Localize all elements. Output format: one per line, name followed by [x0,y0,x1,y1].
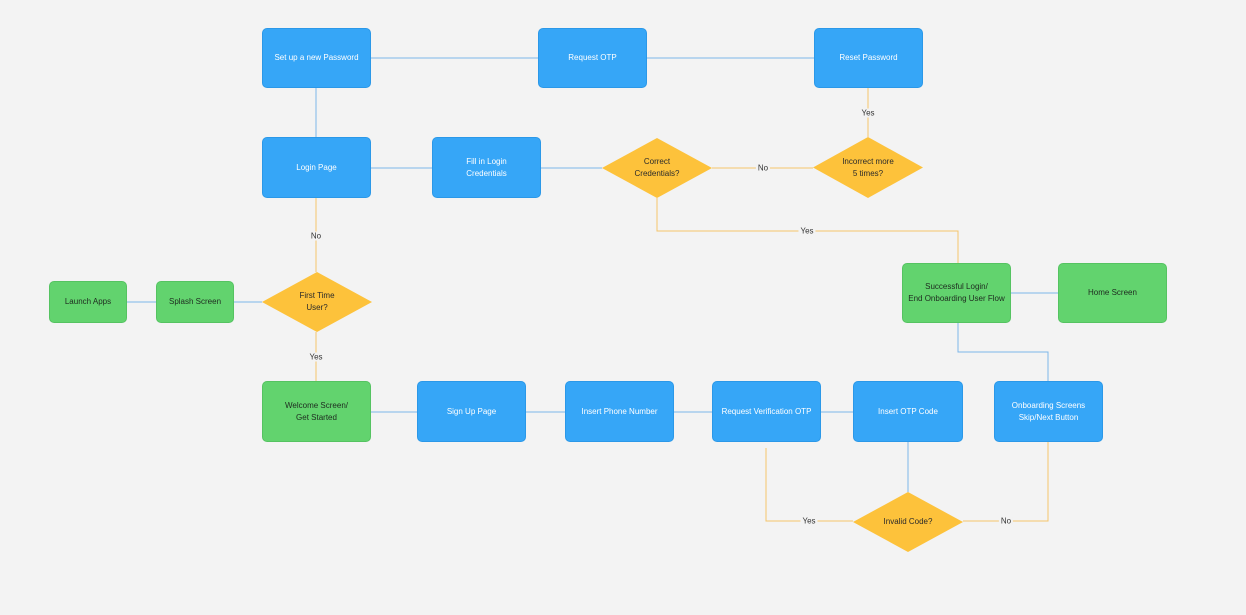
edge-label-no: No [308,231,324,241]
set-new-password-box[interactable]: Set up a new Password [262,28,371,88]
incorrect-more-decision[interactable]: Incorrect more 5 times? [813,137,923,198]
edge-onboarding-success [957,323,1049,381]
edge-label-yes: Yes [859,108,877,118]
successful-login-box[interactable]: Successful Login/ End Onboarding User Fl… [902,263,1011,323]
decision-diamond-shape [602,138,712,198]
request-verification-box[interactable]: Request Verification OTP [712,381,821,442]
welcome-screen-box[interactable]: Welcome Screen/ Get Started [262,381,371,442]
decision-diamond-shape [262,272,372,332]
home-screen-box[interactable]: Home Screen [1058,263,1167,323]
sign-up-page-box[interactable]: Sign Up Page [417,381,526,442]
edge-invalid-onboarding [963,442,1049,522]
correct-credentials-decision[interactable]: Correct Credentials? [602,138,712,198]
insert-otp-code-box[interactable]: Insert OTP Code [853,381,963,442]
splash-screen-box[interactable]: Splash Screen [156,281,234,323]
decision-diamond-shape [813,137,923,198]
reset-password-box[interactable]: Reset Password [814,28,923,88]
fill-credentials-box[interactable]: Fill in Login Credentials [432,137,541,198]
edge-label-yes: Yes [798,226,816,236]
launch-apps-box[interactable]: Launch Apps [49,281,127,323]
edge-invalid-request [765,448,853,522]
edge-label-no: No [755,163,771,173]
first-time-user-decision[interactable]: First Time User? [262,272,372,332]
invalid-code-decision[interactable]: Invalid Code? [853,492,963,552]
insert-phone-box[interactable]: Insert Phone Number [565,381,674,442]
edge-label-yes: Yes [800,516,818,526]
onboarding-screens-box[interactable]: Onboarding Screens Skip/Next Button [994,381,1103,442]
edge-label-no: No [998,516,1014,526]
edge-label-yes: Yes [307,352,325,362]
decision-diamond-shape [853,492,963,552]
request-otp-box[interactable]: Request OTP [538,28,647,88]
login-page-box[interactable]: Login Page [262,137,371,198]
